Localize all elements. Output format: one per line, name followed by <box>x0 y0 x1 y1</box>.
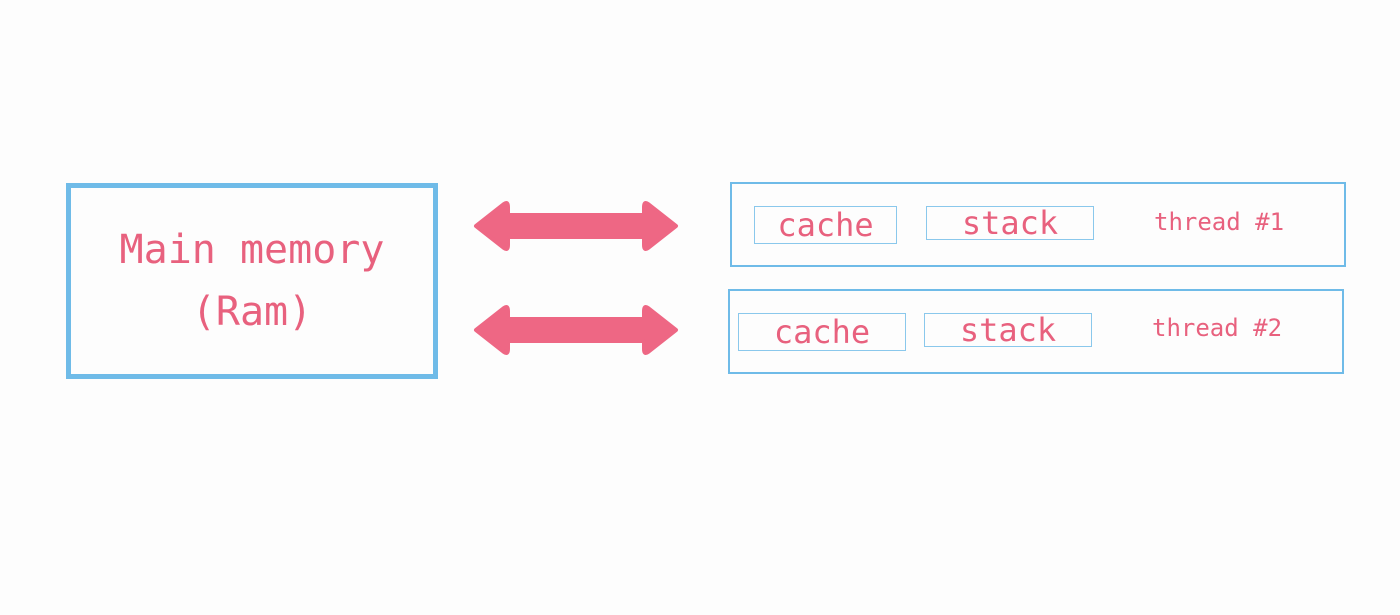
stack-box: stack <box>924 313 1092 347</box>
cache-box: cache <box>754 206 897 244</box>
thread-label: thread #2 <box>1152 314 1283 342</box>
cache-box: cache <box>738 313 906 351</box>
main-memory-box: Main memory (Ram) <box>66 183 438 379</box>
main-memory-label: Main memory <box>119 227 385 273</box>
cache-label: cache <box>773 313 871 351</box>
thread-box: cache stack thread #1 <box>730 182 1346 267</box>
cache-label: cache <box>777 206 874 244</box>
thread-box: cache stack thread #2 <box>728 289 1344 374</box>
double-headed-arrow-icon <box>474 305 678 355</box>
stack-box: stack <box>926 206 1094 240</box>
stack-label: stack <box>961 204 1059 242</box>
main-memory-type-label: (Ram) <box>191 289 313 335</box>
double-headed-arrow-icon <box>474 201 678 251</box>
thread-label: thread #1 <box>1154 208 1285 236</box>
stack-label: stack <box>959 311 1057 349</box>
